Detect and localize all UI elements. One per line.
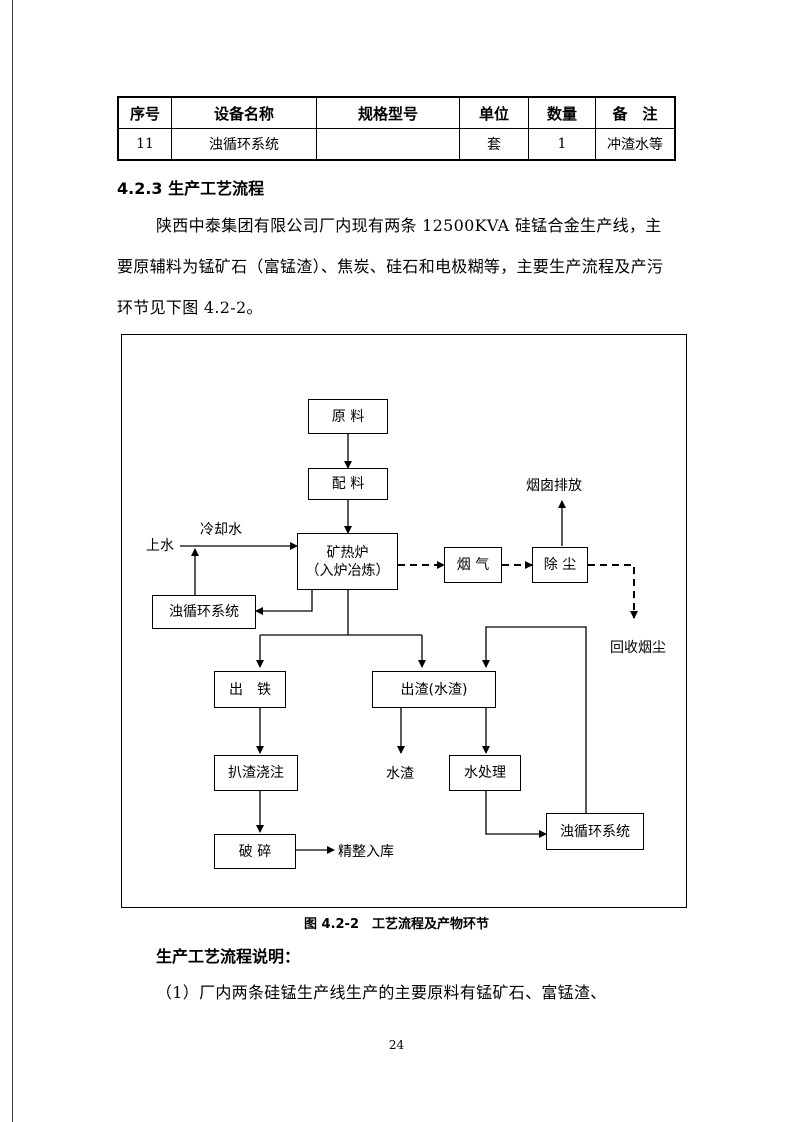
label-chimney: 烟囱排放 — [526, 478, 582, 494]
node-batching: 配 料 — [308, 468, 388, 500]
cell — [316, 128, 460, 161]
header-cell: 单位 — [459, 96, 529, 129]
arrow-dust-recover — [588, 564, 638, 619]
header-cell: 设备名称 — [171, 96, 317, 129]
page-edge-line — [12, 0, 13, 1122]
node-slag-casting: 扒渣浇注 — [214, 755, 298, 791]
cell: 浊循环系统 — [171, 128, 317, 161]
node-iron-out: 出 铁 — [214, 671, 286, 708]
label-cooling-water: 冷却水 — [200, 522, 242, 538]
table-row: 11 浊循环系统 套 1 冲渣水等 — [117, 128, 676, 161]
page-number: 24 — [388, 1038, 405, 1052]
process-flow-diagram: 原 料 配 料 矿热炉 （入炉冶炼） 烟 气 除 尘 浊循环系统 出 铁 出渣(… — [121, 334, 687, 908]
label-finishing: 精整入库 — [338, 844, 394, 860]
node-slag-out: 出渣(水渣) — [372, 671, 496, 708]
label-water-in: 上水 — [146, 538, 174, 554]
furnace-label: 矿热炉 — [326, 544, 369, 561]
cell: 冲渣水等 — [595, 128, 676, 161]
node-water-treatment: 水处理 — [449, 755, 521, 791]
arrow-circ-slag — [482, 626, 587, 813]
header-cell: 规格型号 — [316, 96, 460, 129]
node-crushing: 破 碎 — [214, 834, 296, 869]
header-cell: 序号 — [117, 96, 172, 129]
equipment-table: 序号 设备名称 规格型号 单位 数量 备 注 11 浊循环系统 套 1 冲渣水等 — [117, 96, 676, 161]
node-circulation-right: 浊循环系统 — [546, 813, 644, 850]
header-cell: 数量 — [528, 96, 596, 129]
header-cell: 备 注 — [595, 96, 676, 129]
node-flue-gas: 烟 气 — [444, 547, 502, 583]
cell: 11 — [117, 128, 172, 161]
node-raw: 原 料 — [308, 399, 388, 434]
cell: 套 — [459, 128, 529, 161]
node-circulation-left: 浊循环系统 — [152, 595, 256, 629]
section-paragraph: 陕西中泰集团有限公司厂内现有两条 12500KVA 硅锰合金生产线，主要原辅料为… — [117, 216, 664, 317]
node-dust-removal: 除 尘 — [532, 547, 588, 583]
paragraph-2: （1）厂内两条硅锰生产线生产的主要原料有锰矿石、富锰渣、 — [156, 983, 607, 1002]
table-header-row: 序号 设备名称 规格型号 单位 数量 备 注 — [117, 96, 676, 129]
cell: 1 — [528, 128, 596, 161]
flow-connectors — [180, 434, 638, 854]
furnace-sublabel: （入炉冶炼） — [305, 562, 390, 579]
node-furnace: 矿热炉 （入炉冶炼） — [297, 533, 398, 590]
subheading: 生产工艺流程说明： — [156, 947, 301, 966]
arrow-furnace-circ — [255, 590, 313, 615]
arrow-treatment-circ — [485, 791, 547, 838]
label-recover-dust: 回收烟尘 — [610, 640, 666, 656]
label-water-slag: 水渣 — [386, 766, 414, 782]
figure-caption: 图 4.2-2 工艺流程及产物环节 — [304, 917, 489, 932]
section-heading: 4.2.3 生产工艺流程 — [117, 179, 265, 198]
